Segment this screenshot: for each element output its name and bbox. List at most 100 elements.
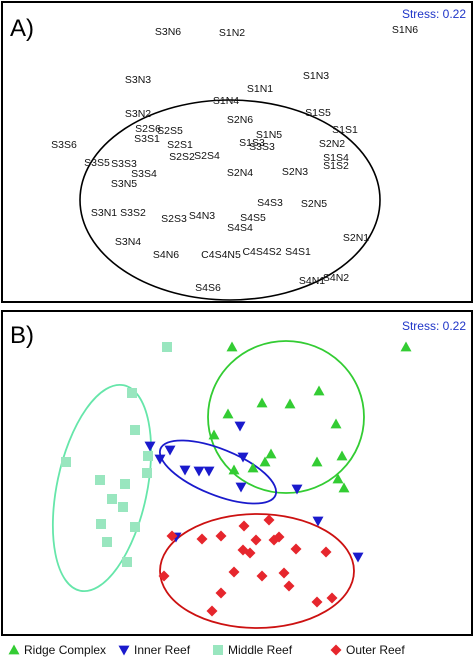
- data-point: [284, 398, 296, 409]
- legend-marker: [8, 644, 20, 655]
- group-ellipse: [51, 383, 153, 593]
- data-point: [142, 468, 152, 478]
- sample-label: C4S4N5: [201, 249, 241, 261]
- data-point: [259, 456, 271, 467]
- data-point: [312, 516, 324, 527]
- group-ellipse: [79, 99, 381, 301]
- sample-label: S2N4: [227, 167, 253, 179]
- data-point: [256, 397, 268, 408]
- panel-b-stress: Stress: 0.22: [402, 319, 466, 333]
- data-point: [196, 533, 208, 545]
- sample-label: S2S1: [167, 139, 193, 151]
- sample-label: S4S4: [227, 222, 253, 234]
- sample-label: S1S1: [332, 124, 358, 136]
- legend-marker: [330, 644, 342, 656]
- sample-label: S3N3: [125, 74, 151, 86]
- sample-label: S1S2: [323, 160, 349, 172]
- data-point: [158, 570, 170, 582]
- data-point: [330, 418, 342, 429]
- sample-label: S4N6: [153, 249, 179, 261]
- sample-label: S1S4: [323, 152, 349, 164]
- data-point: [332, 473, 344, 484]
- data-point: [118, 502, 128, 512]
- group-ellipse: [159, 513, 355, 629]
- data-point: [237, 452, 249, 463]
- sample-label: S1S3: [239, 137, 265, 149]
- sample-label: S4S6: [195, 282, 221, 294]
- sample-label: S2S5: [157, 125, 183, 137]
- legend-marker: [118, 645, 130, 656]
- sample-label: S2S3: [161, 213, 187, 225]
- data-point: [228, 464, 240, 475]
- sample-label: S3S3: [249, 141, 275, 153]
- sample-label: S1N3: [303, 70, 329, 82]
- sample-label: S2N3: [282, 166, 308, 178]
- data-point: [311, 596, 323, 608]
- data-point: [208, 429, 220, 440]
- sample-label: S2N1: [343, 232, 369, 244]
- sample-label: S1S5: [305, 107, 331, 119]
- sample-label: S3S5: [84, 157, 110, 169]
- data-point: [247, 462, 259, 473]
- data-point: [265, 448, 277, 459]
- sample-label: S1N2: [219, 27, 245, 39]
- sample-label: S3S3: [111, 158, 137, 170]
- data-point: [278, 567, 290, 579]
- panel-b-label: B): [10, 322, 34, 349]
- data-point: [166, 530, 178, 542]
- data-point: [96, 519, 106, 529]
- sample-label: S1N6: [392, 24, 418, 36]
- data-point: [238, 520, 250, 532]
- sample-label: S3N2: [125, 108, 151, 120]
- sample-label: S4N3: [189, 210, 215, 222]
- sample-label: S3S4: [131, 168, 157, 180]
- sample-label: S4N1: [299, 275, 325, 287]
- data-point: [95, 475, 105, 485]
- legend-label: Outer Reef: [346, 643, 405, 657]
- data-point: [179, 465, 191, 476]
- data-point: [235, 482, 247, 493]
- sample-label: S2N6: [227, 114, 253, 126]
- sample-label: S2S6: [135, 123, 161, 135]
- data-point: [400, 341, 412, 352]
- data-point: [130, 522, 140, 532]
- data-point: [61, 457, 71, 467]
- sample-label: S3N6: [155, 26, 181, 38]
- data-point: [127, 388, 137, 398]
- data-point: [222, 408, 234, 419]
- data-point: [154, 454, 166, 465]
- sample-label: S2S4: [194, 150, 220, 162]
- data-point: [215, 530, 227, 542]
- data-point: [250, 534, 262, 546]
- data-point: [313, 385, 325, 396]
- legend-label: Inner Reef: [134, 643, 191, 657]
- sample-label: S1N5: [256, 129, 282, 141]
- legend-label: Middle Reef: [228, 643, 293, 657]
- data-point: [144, 441, 156, 452]
- panel-a-ellipses: [79, 99, 381, 301]
- group-ellipse: [158, 439, 278, 505]
- panel-b-ellipses: [51, 340, 365, 629]
- data-point: [234, 421, 246, 432]
- sample-label: S3S1: [134, 133, 160, 145]
- data-point: [193, 466, 205, 477]
- sample-label: S3N4: [115, 236, 141, 248]
- sample-label: S1N4: [213, 95, 239, 107]
- data-point: [336, 450, 348, 461]
- data-point: [338, 482, 350, 493]
- data-point: [226, 341, 238, 352]
- data-point: [206, 605, 218, 617]
- panel-a-stress: Stress: 0.22: [402, 7, 466, 21]
- data-point: [228, 566, 240, 578]
- sample-label: S2S2: [169, 151, 195, 163]
- group-ellipse: [207, 340, 365, 494]
- data-point: [107, 494, 117, 504]
- sample-label: S4N2: [323, 272, 349, 284]
- data-point: [320, 546, 332, 558]
- sample-label: S2N2: [319, 138, 345, 150]
- sample-label: S2N5: [301, 198, 327, 210]
- data-point: [143, 451, 153, 461]
- data-point: [215, 587, 227, 599]
